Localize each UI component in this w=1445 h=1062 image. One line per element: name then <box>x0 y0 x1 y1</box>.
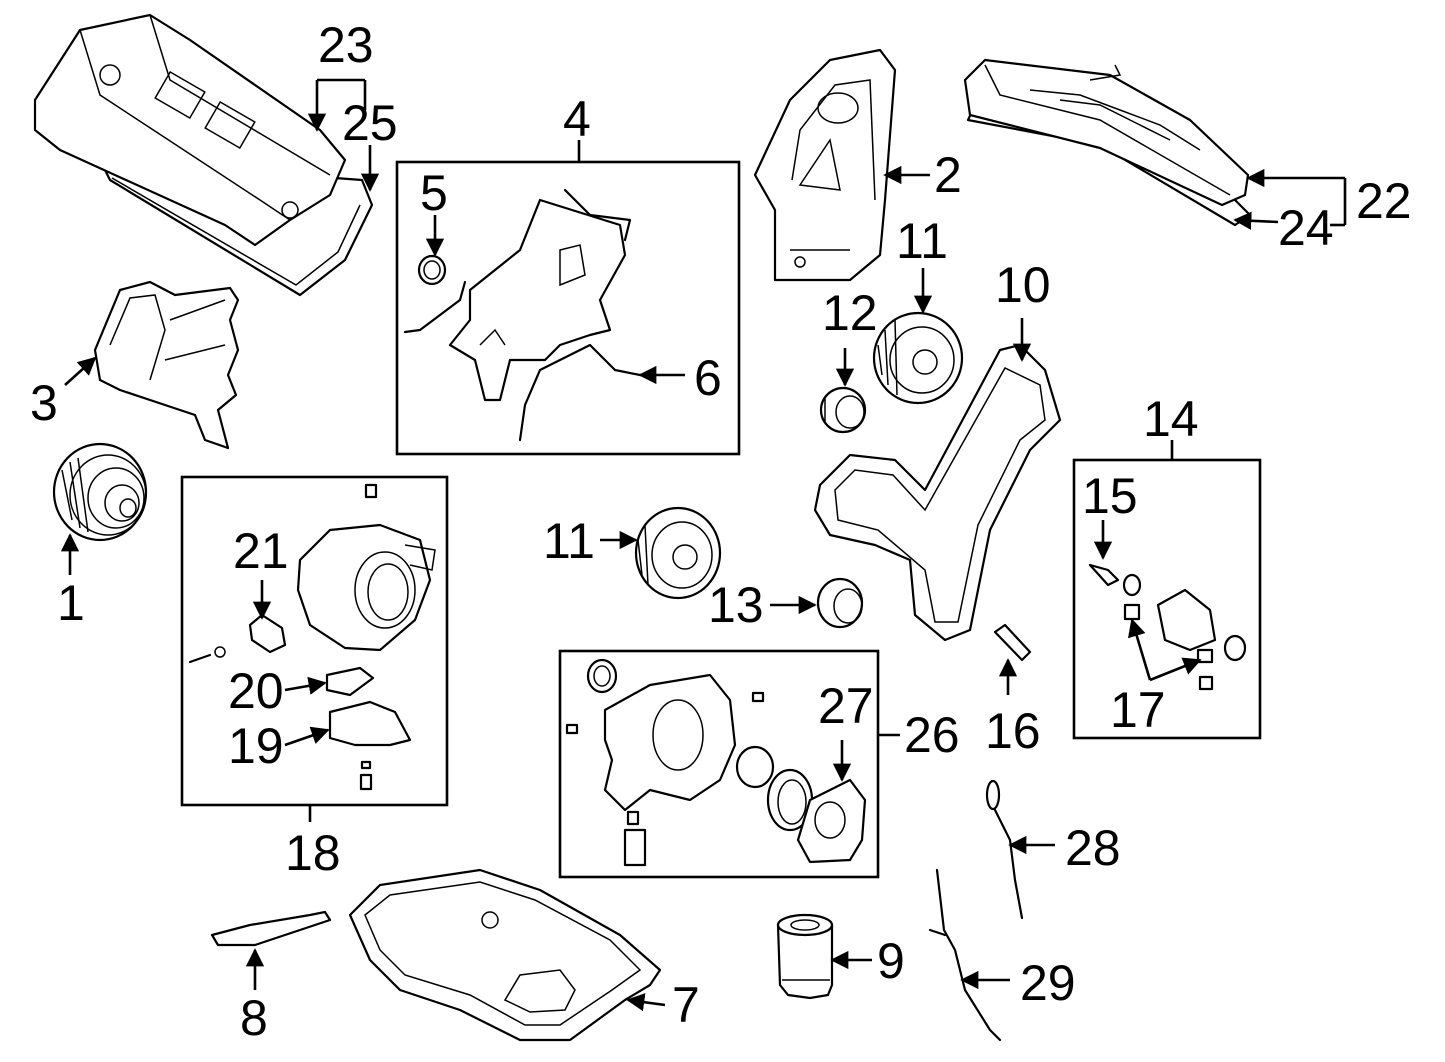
callout-16: 16 <box>985 703 1041 759</box>
callout-12: 12 <box>822 285 878 341</box>
timing-cover-group-box <box>395 160 741 456</box>
valve-cover-rear <box>963 58 1252 227</box>
callout-3: 3 <box>30 375 58 431</box>
dipstick <box>985 779 1024 920</box>
tensioner-bolt <box>993 623 1032 662</box>
callout-28: 28 <box>1065 820 1121 876</box>
leader-lines <box>60 78 1347 1012</box>
idler-pulley-13 <box>816 577 864 629</box>
callout-10: 10 <box>995 257 1051 313</box>
callout-4: 4 <box>563 91 591 147</box>
callout-6: 6 <box>694 350 722 406</box>
timing-belt <box>813 343 1062 642</box>
timing-cover-upper <box>753 48 897 282</box>
callout-26: 26 <box>904 707 960 763</box>
callout-19: 19 <box>228 718 284 774</box>
oil-pan <box>348 868 662 1042</box>
callout-1: 1 <box>57 575 85 631</box>
callout-22: 22 <box>1356 173 1412 229</box>
callout-23: 23 <box>318 17 374 73</box>
tensioner-group-box <box>1072 458 1262 740</box>
camshaft-sprocket-upper <box>872 311 964 405</box>
callout-11-upper: 11 <box>896 213 948 269</box>
callout-18: 18 <box>285 825 341 881</box>
camshaft-sprocket-lower <box>634 506 722 600</box>
callout-25: 25 <box>342 95 398 151</box>
callout-11-lower: 11 <box>543 513 595 569</box>
callout-29: 29 <box>1020 955 1076 1011</box>
oil-pump-group-box <box>558 649 880 879</box>
tensioner <box>1088 563 1247 691</box>
oil-filter <box>776 913 834 1000</box>
oil-pump <box>565 658 867 867</box>
throttle-body-group-box <box>180 475 449 807</box>
callout-15: 15 <box>1082 468 1138 524</box>
callout-7: 7 <box>672 977 700 1033</box>
throttle-body <box>188 483 436 791</box>
drain-plug-pipe <box>210 910 332 947</box>
callout-8: 8 <box>240 990 268 1046</box>
callout-2: 2 <box>934 147 962 203</box>
callout-13: 13 <box>708 577 764 633</box>
callout-14: 14 <box>1143 391 1199 447</box>
callout-21: 21 <box>233 523 289 579</box>
dipstick-tube <box>928 868 1002 1042</box>
callout-5: 5 <box>420 165 448 221</box>
timing-cover-inner <box>403 188 642 442</box>
timing-cover-lower <box>93 280 240 450</box>
valve-cover-front <box>33 13 374 297</box>
callout-17: 17 <box>1110 682 1166 738</box>
callout-27: 27 <box>818 678 874 734</box>
idler-pulley-12 <box>819 386 867 434</box>
crankshaft-pulley <box>52 442 148 542</box>
callout-20: 20 <box>228 663 284 719</box>
callout-9: 9 <box>877 933 905 989</box>
callout-24: 24 <box>1278 200 1334 256</box>
